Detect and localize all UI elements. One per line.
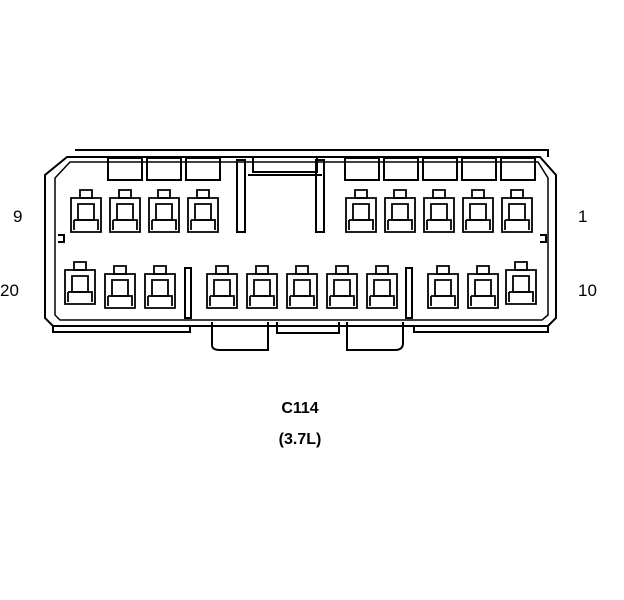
pin-label-10: 10: [578, 281, 597, 300]
connector-variant: (3.7L): [279, 431, 322, 448]
pin-cavity-bottom-19: [104, 265, 136, 309]
pin-cavity-top-7: [148, 189, 180, 233]
pin-cavity-bottom-11: [467, 265, 499, 309]
pin-cavity-top-2: [462, 189, 494, 233]
pin-label-1: 1: [578, 207, 587, 226]
pin-cavity-bottom-14: [326, 265, 358, 309]
pin-cavity-bottom-15: [286, 265, 318, 309]
pin-label-20: 20: [0, 281, 19, 300]
pin-cavity-bottom-18: [144, 265, 176, 309]
pin-cavity-top-1: [501, 189, 533, 233]
pin-cavity-bottom-12: [427, 265, 459, 309]
connector-housing: [44, 149, 557, 351]
pin-cavity-top-4: [384, 189, 416, 233]
pin-cavity-bottom-20: [64, 261, 96, 305]
pin-cavity-top-6: [187, 189, 219, 233]
pin-cavities: [64, 189, 537, 309]
pin-label-9: 9: [13, 207, 22, 226]
pin-cavity-bottom-17: [206, 265, 238, 309]
pin-cavity-top-3: [423, 189, 455, 233]
connector-name: C114: [281, 400, 318, 417]
pin-cavity-top-9: [70, 189, 102, 233]
pin-cavity-bottom-13: [366, 265, 398, 309]
pin-cavity-top-5: [345, 189, 377, 233]
pin-cavity-bottom-10: [505, 261, 537, 305]
pin-cavity-bottom-16: [246, 265, 278, 309]
pin-cavity-top-8: [109, 189, 141, 233]
